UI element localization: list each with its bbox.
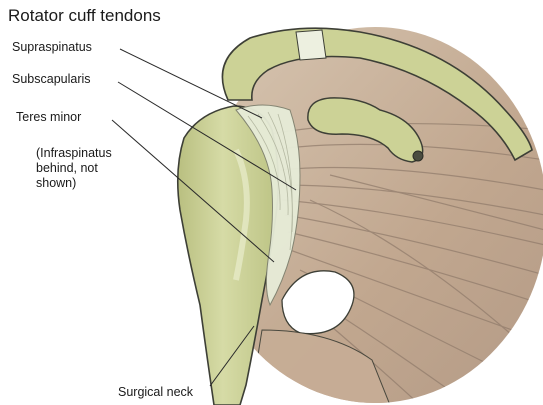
ac-joint [296,30,326,60]
label-surgical-neck: Surgical neck [118,385,193,400]
label-subscapularis: Subscapularis [12,72,91,87]
label-infraspinatus-note: (Infraspinatus behind, not shown) [36,146,112,190]
label-supraspinatus: Supraspinatus [12,40,92,55]
diagram-title: Rotator cuff tendons [8,6,161,26]
label-teres-minor: Teres minor [16,110,81,125]
